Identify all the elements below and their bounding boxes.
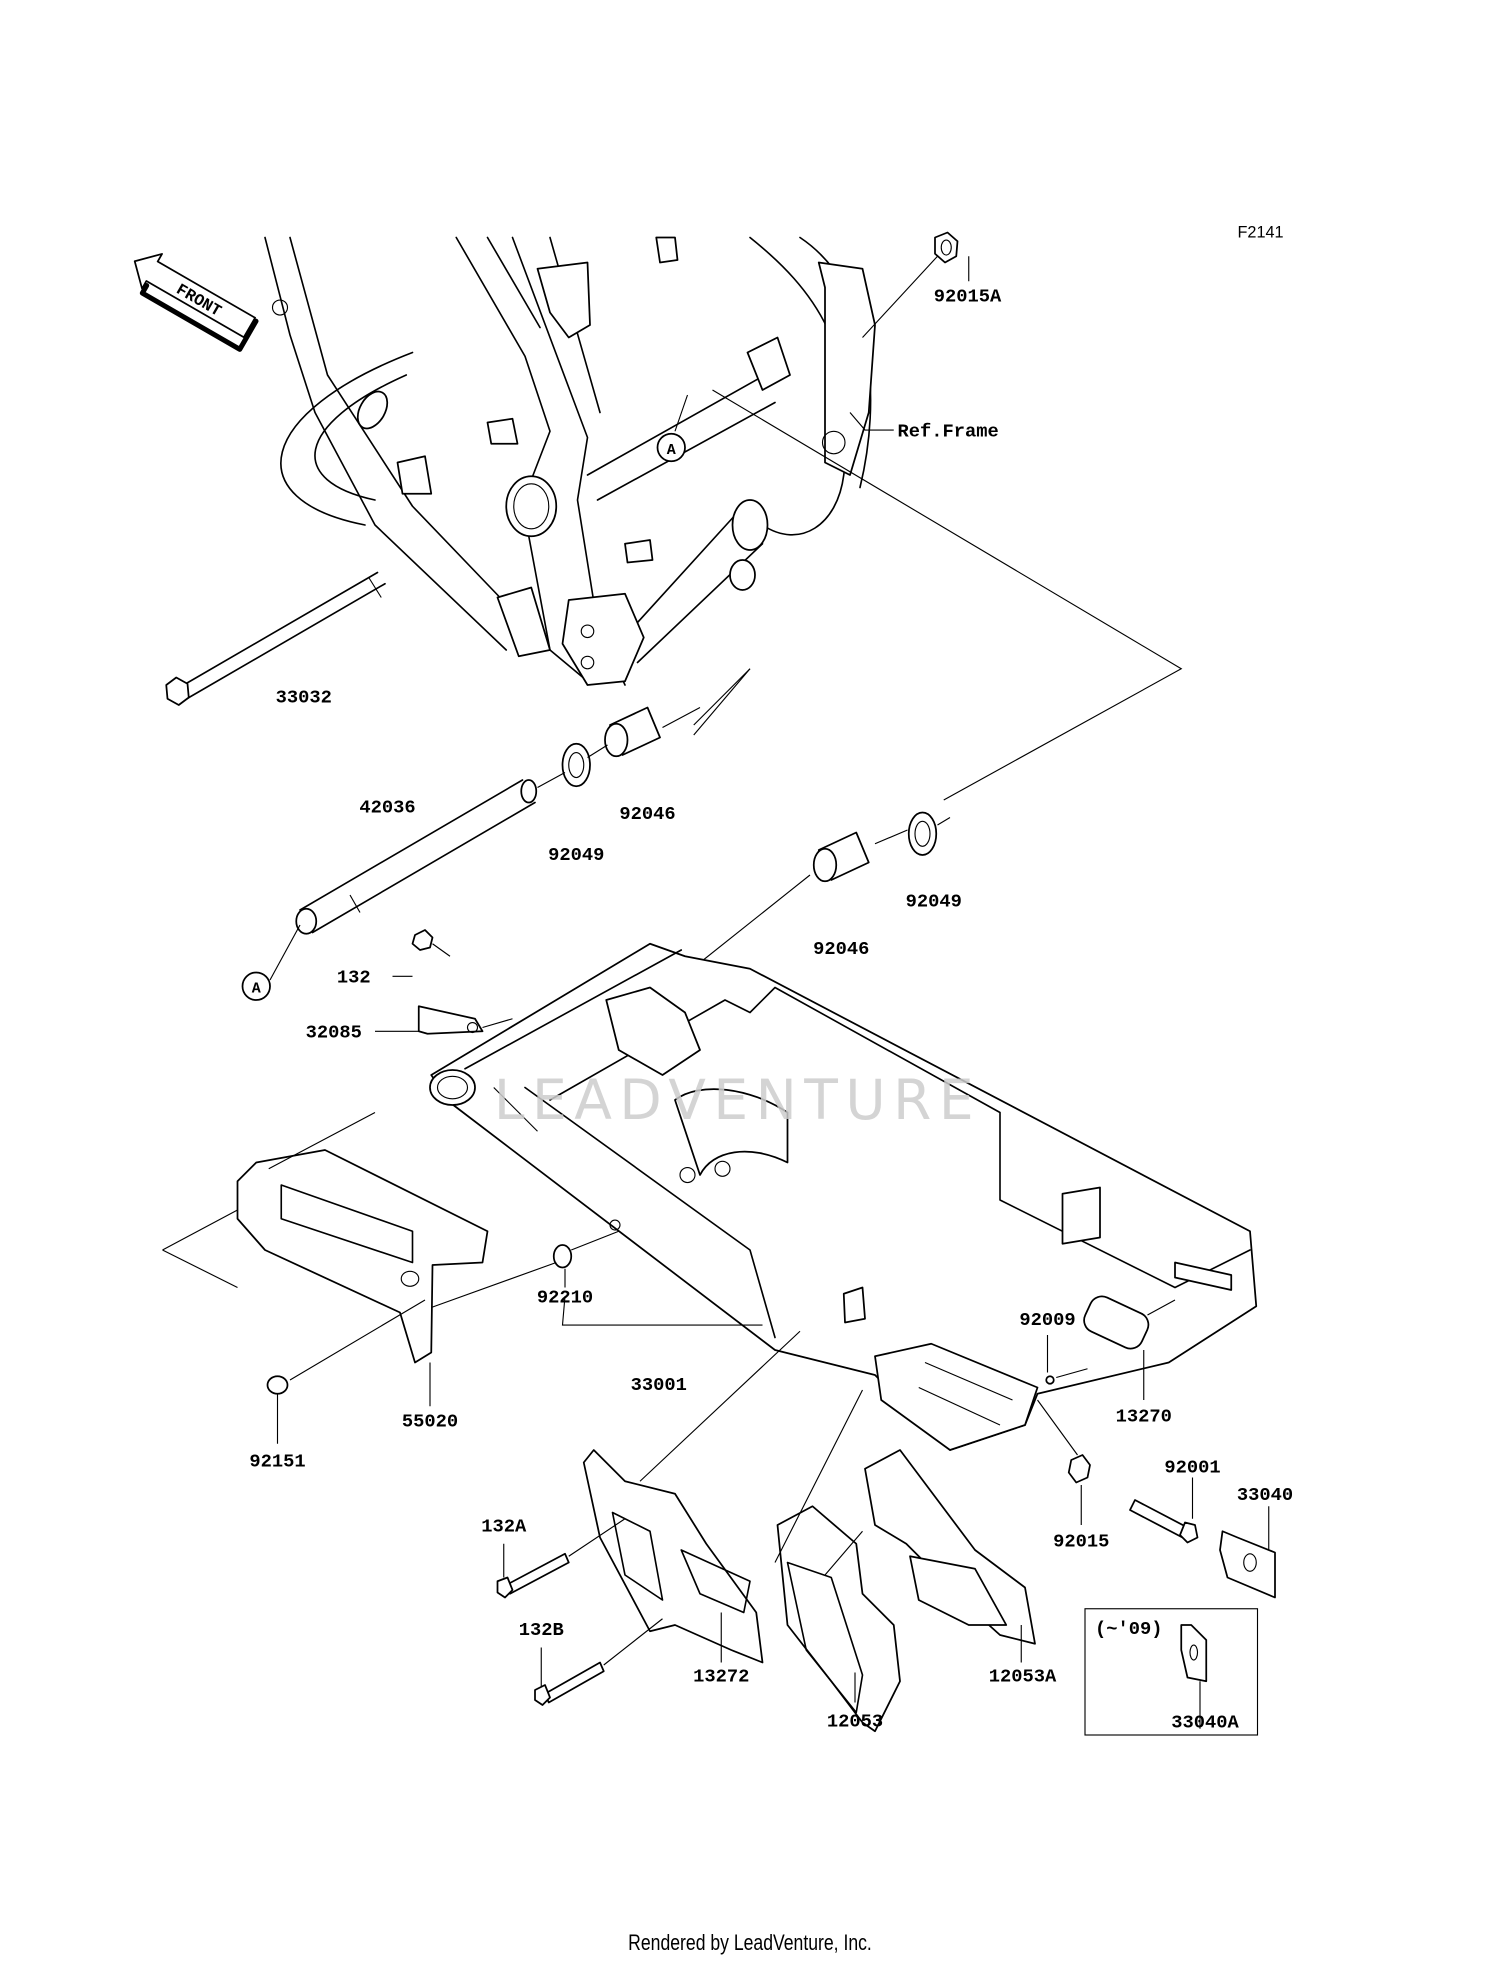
part-label-92049[interactable]: 92049 xyxy=(906,890,962,912)
part-label-132B[interactable]: 132B xyxy=(519,1619,564,1641)
part-92015a-drawing xyxy=(862,231,970,338)
footer-credit: Rendered by LeadVenture, Inc. xyxy=(628,1930,872,1955)
variant-box xyxy=(1084,1608,1259,1736)
part-92015-drawing xyxy=(1037,1399,1091,1525)
part-label-92046[interactable]: 92046 xyxy=(619,803,675,825)
part-label-92015A[interactable]: 92015A xyxy=(934,285,1002,307)
part-92151-drawing xyxy=(266,1299,426,1444)
part-32085-drawing xyxy=(375,1005,513,1035)
reference-marker-a-top xyxy=(656,432,686,463)
variant-box-note: (~'09) xyxy=(1095,1618,1163,1640)
part-label-42036[interactable]: 42036 xyxy=(359,797,415,819)
part-label-92015[interactable]: 92015 xyxy=(1053,1530,1109,1552)
part-label-92151[interactable]: 92151 xyxy=(249,1450,305,1472)
part-label-12053[interactable]: 12053 xyxy=(827,1710,883,1732)
part-label-132A[interactable]: 132A xyxy=(481,1515,527,1537)
part-label-12053A[interactable]: 12053A xyxy=(989,1665,1057,1687)
part-33032-drawing xyxy=(165,571,386,706)
part-132-drawing xyxy=(392,929,451,977)
part-33040-drawing xyxy=(1219,1506,1276,1599)
part-92009-drawing xyxy=(1045,1335,1088,1385)
part-label-13270[interactable]: 13270 xyxy=(1116,1405,1172,1427)
part-92046-top-drawing xyxy=(604,706,661,758)
part-label-33032[interactable]: 33032 xyxy=(276,687,332,709)
part-13270-drawing xyxy=(1083,1295,1176,1400)
part-12053a-drawing xyxy=(824,1449,1036,1663)
ref-frame-label: Ref.Frame xyxy=(898,420,999,442)
reference-marker-a-bottom xyxy=(241,971,271,1001)
part-12053-drawing xyxy=(774,1389,901,1733)
reference-marker-a-bottom-text: A xyxy=(252,981,261,998)
part-132b-drawing xyxy=(534,1618,663,1706)
part-42036-drawing: A xyxy=(241,779,538,1001)
part-label-92046[interactable]: 92046 xyxy=(813,938,869,960)
part-132a-drawing xyxy=(496,1518,626,1599)
front-arrow-icon: FRONT xyxy=(133,253,259,352)
part-92049-right-drawing xyxy=(907,811,938,856)
part-92210-drawing xyxy=(431,1219,621,1309)
part-label-92009[interactable]: 92009 xyxy=(1019,1309,1075,1331)
part-label-32085[interactable]: 32085 xyxy=(306,1022,362,1044)
part-label-132[interactable]: 132 xyxy=(337,967,371,989)
part-label-55020[interactable]: 55020 xyxy=(402,1410,458,1432)
part-label-92210[interactable]: 92210 xyxy=(537,1287,593,1309)
part-label-33040A[interactable]: 33040A xyxy=(1171,1712,1239,1734)
frame-drawing: A xyxy=(264,236,1183,801)
part-92049-left-drawing xyxy=(561,742,591,788)
part-label-92049[interactable]: 92049 xyxy=(548,844,604,866)
part-label-33001[interactable]: 33001 xyxy=(631,1374,687,1396)
part-label-92001[interactable]: 92001 xyxy=(1164,1457,1220,1479)
watermark: LEADVENTURE xyxy=(494,1068,981,1132)
part-92046-lower-drawing xyxy=(812,831,870,883)
part-label-33040[interactable]: 33040 xyxy=(1237,1484,1293,1506)
reference-marker-a-top-text: A xyxy=(667,442,676,459)
part-33001-swingarm-drawing xyxy=(429,942,1258,1451)
part-55020-drawing xyxy=(162,1112,489,1407)
part-label-13272[interactable]: 13272 xyxy=(693,1665,749,1687)
part-13272-drawing xyxy=(582,1330,801,1664)
figure-code: F2141 xyxy=(1238,224,1284,242)
part-92001-drawing xyxy=(1129,1477,1199,1544)
